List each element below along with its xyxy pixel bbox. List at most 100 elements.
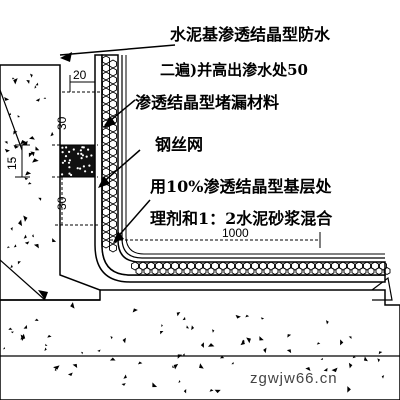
aggregate-speck	[97, 349, 101, 352]
plug-texture-dot	[90, 170, 94, 174]
aggregate-speck	[325, 320, 329, 325]
plaster-line-2	[125, 55, 385, 255]
aggregate-speck	[121, 383, 126, 386]
aggregate-speck	[43, 97, 47, 100]
aggregate-speck	[259, 336, 264, 341]
aggregate-speck	[260, 317, 265, 320]
mesh-cell	[147, 261, 155, 271]
mesh-cell	[179, 261, 187, 271]
mesh-cell	[235, 261, 243, 271]
plug-texture-dot	[82, 146, 85, 149]
aggregate-speck	[54, 368, 57, 372]
concrete-aggregate	[3, 73, 385, 394]
plug-texture-dot	[64, 155, 68, 158]
dim-text-side: 15	[5, 156, 19, 170]
aggregate-speck	[28, 152, 34, 158]
plug-texture-dot	[61, 161, 64, 164]
aggregate-speck	[7, 246, 10, 249]
aggregate-speck	[72, 363, 78, 369]
label-waterproof-line1: 水泥基渗透结晶型防水	[170, 25, 331, 44]
aggregate-speck	[363, 356, 368, 362]
aggregate-speck	[199, 363, 204, 369]
aggregate-speck	[23, 234, 27, 239]
mesh-cell	[323, 261, 331, 271]
aggregate-speck	[53, 365, 60, 370]
aggregate-speck	[123, 374, 127, 379]
mesh-cell	[227, 261, 235, 271]
label-steel-mesh: 钢丝网	[155, 135, 203, 154]
mesh-cell	[267, 261, 275, 271]
aggregate-speck	[13, 244, 17, 248]
aggregate-speck	[183, 388, 187, 394]
aggregate-speck	[219, 355, 225, 359]
label-plugging-material: 渗透结晶型堵漏材料	[135, 93, 279, 112]
aggregate-speck	[231, 361, 234, 365]
mesh-cell	[109, 243, 117, 253]
aggregate-speck	[182, 353, 185, 357]
plug-texture-dot	[88, 164, 91, 167]
plug-texture-dot	[76, 167, 79, 170]
aggregate-speck	[122, 337, 126, 344]
aggregate-speck	[18, 219, 23, 227]
leader-line	[0, 259, 46, 301]
aggregate-speck	[287, 334, 292, 338]
mesh-cell	[379, 261, 387, 271]
aggregate-speck	[246, 337, 251, 344]
arrowhead	[98, 176, 110, 188]
plug-texture-dot	[72, 148, 75, 151]
plug-texture-dot	[84, 170, 87, 173]
concrete-slab-outline	[0, 289, 400, 400]
plug-texture-dot	[82, 165, 85, 168]
aggregate-speck	[161, 324, 163, 327]
mesh-cell	[131, 261, 139, 271]
aggregate-speck	[214, 389, 221, 394]
plug-texture-dot	[79, 149, 82, 152]
aggregate-speck	[17, 261, 21, 265]
mesh-cell	[195, 261, 203, 271]
aggregate-speck	[200, 342, 204, 348]
plug-texture-dot	[90, 154, 93, 157]
aggregate-speck	[10, 331, 14, 334]
aggregate-speck	[33, 243, 39, 249]
aggregate-speck	[34, 318, 39, 322]
aggregate-speck	[25, 171, 32, 176]
plug-texture-dot	[67, 161, 71, 164]
dim-text-floor: 1000	[222, 226, 249, 240]
mesh-cell	[219, 261, 227, 271]
aggregate-speck	[160, 330, 164, 335]
aggregate-speck	[67, 372, 73, 377]
leader-line	[0, 89, 23, 151]
aggregate-speck	[24, 241, 30, 245]
plug-texture-dot	[77, 152, 80, 155]
aggregate-speck	[173, 363, 179, 370]
mesh-cell	[283, 261, 291, 271]
plug-texture-dot	[61, 173, 64, 176]
mesh-cell	[383, 266, 391, 276]
plug-texture-dot	[85, 155, 88, 158]
aggregate-speck	[45, 343, 48, 346]
mesh-cell	[315, 261, 323, 271]
steel-mesh-pattern	[102, 55, 391, 276]
aggregate-speck	[35, 82, 39, 86]
watermark: zgwjw66.cn	[250, 370, 338, 387]
aggregate-speck	[52, 238, 57, 243]
aggregate-speck	[50, 131, 54, 137]
plug-texture-dot	[65, 146, 68, 149]
aggregate-speck	[10, 264, 13, 269]
aggregate-speck	[34, 85, 37, 89]
aggregate-speck	[240, 339, 245, 346]
plugging-texture	[61, 146, 94, 177]
plug-texture-dot	[70, 173, 73, 177]
arrowhead	[113, 231, 124, 243]
aggregate-speck	[4, 148, 10, 153]
aggregate-speck	[26, 80, 30, 84]
aggregate-speck	[348, 362, 353, 369]
aggregate-speck	[137, 361, 143, 365]
aggregate-speck	[13, 78, 18, 85]
aggregate-speck	[316, 342, 321, 345]
plug-texture-dot	[61, 151, 64, 154]
aggregate-speck	[20, 334, 25, 342]
aggregate-speck	[23, 215, 28, 222]
aggregate-speck	[177, 354, 183, 359]
